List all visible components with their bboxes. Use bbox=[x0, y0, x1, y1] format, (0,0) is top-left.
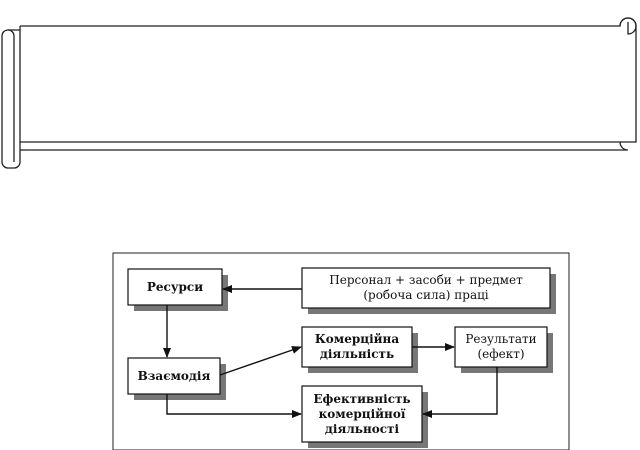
arrow-results-to-efficiency bbox=[422, 367, 498, 418]
node-efficiency-box bbox=[301, 385, 423, 443]
node-results-box bbox=[454, 326, 548, 368]
scroll-top-curl bbox=[619, 17, 637, 35]
node-interaction-label: Взаємодія bbox=[137, 368, 211, 383]
node-resources-label: Ресурси bbox=[146, 279, 204, 294]
node-interaction-box bbox=[127, 357, 221, 395]
diagram-frame bbox=[112, 252, 570, 450]
arrow-interaction-to-efficiency bbox=[166, 394, 302, 418]
arrow-interaction-to-commercial bbox=[219, 346, 302, 376]
scroll-left-curl bbox=[7, 29, 15, 162]
scroll-left-roll bbox=[1, 29, 21, 169]
node-commercial-label: Комерційна діяльність bbox=[314, 332, 400, 361]
scroll-body bbox=[19, 26, 629, 151]
node-efficiency-label: Ефективність комерційної діяльності bbox=[313, 391, 411, 436]
node-results-label: Результати (ефект) bbox=[465, 332, 537, 361]
node-personnel-label: Персонал + засоби + предмет (робоча сила… bbox=[329, 273, 523, 302]
node-resources-box bbox=[127, 268, 223, 306]
node-personnel-box bbox=[301, 267, 551, 309]
